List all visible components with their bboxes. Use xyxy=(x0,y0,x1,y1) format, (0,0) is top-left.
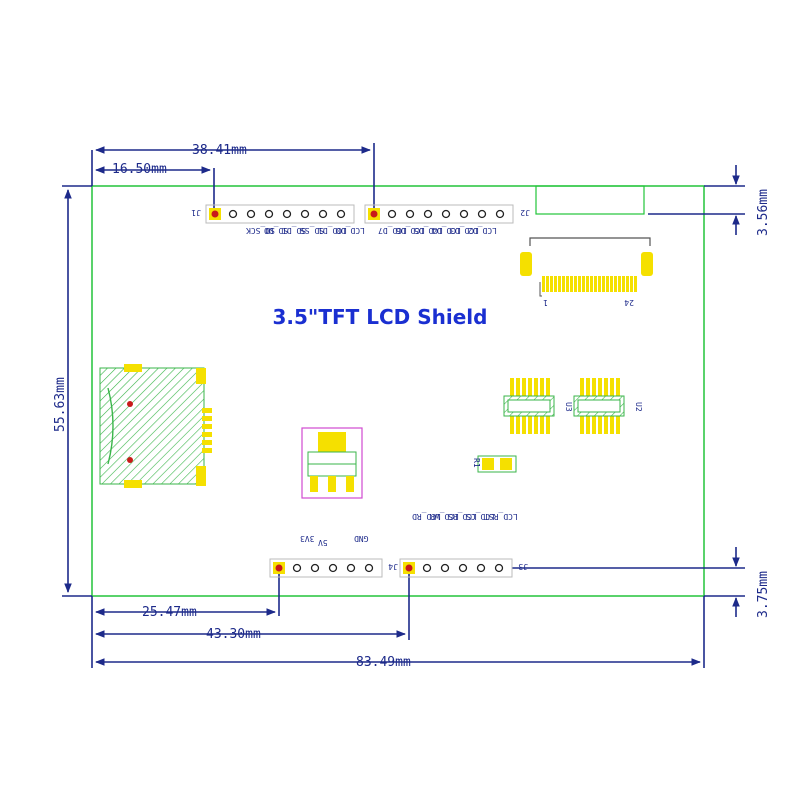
voltage-regulator xyxy=(301,427,363,499)
j3-pin-label: LCD_RD xyxy=(412,512,441,521)
j1-pin-label: SD_SS xyxy=(300,226,324,235)
ic-u3-label: U3 xyxy=(564,402,573,412)
header-j4-id: J4 xyxy=(388,562,398,571)
j4-pin-label: GND xyxy=(354,534,369,543)
j3-pin-label: LCD_RST xyxy=(484,512,518,521)
fpc-pin24: 24 xyxy=(624,298,634,307)
dim-bottom-short: 25.47mm xyxy=(142,605,197,620)
j2-pin-label: LCD_D7 xyxy=(378,226,407,235)
ic-u2: U2 xyxy=(573,378,643,434)
j3-pin-label: LCD_CS xyxy=(466,512,495,521)
usb-cutout xyxy=(535,185,645,215)
resistor-r1: R1 xyxy=(472,455,517,473)
board-title: 3.5"TFT LCD Shield xyxy=(273,305,488,329)
j4-pin-label: 3V3 xyxy=(300,534,315,543)
j2-pin-label: LCD_D4 xyxy=(432,226,461,235)
j1-pin-label: LCD_D0 xyxy=(336,226,365,235)
dim-bottom-mid: 43.30mm xyxy=(206,627,261,642)
header-j2-id: J2 xyxy=(520,208,530,217)
header-j1: J1 SD_SCK SD_DO SD_DI SD_SS LCD_D1 LCD_D… xyxy=(191,204,365,235)
fpc-pin1: 1 xyxy=(543,298,548,307)
j2-pin-label: LCD_D5 xyxy=(414,226,443,235)
dim-top-long: 38.41mm xyxy=(192,143,247,158)
j2-pin-label: LCD_D6 xyxy=(396,226,425,235)
header-j1-id: J1 xyxy=(191,208,201,217)
header-j3: J3 LCD_RD LCD_WR LCD_RS LCD_CS LCD_RST xyxy=(399,512,528,578)
j1-pin-label: SD_DO xyxy=(264,226,288,235)
j2-pin-label: LCD_D3 xyxy=(450,226,479,235)
sd-card-slot xyxy=(99,364,212,488)
j2-pin-label: LCD_D2 xyxy=(468,226,497,235)
board-outline xyxy=(91,185,705,597)
dim-right-bottom: 3.75mm xyxy=(756,571,771,618)
header-j2: J2 LCD_D7 LCD_D6 LCD_D5 LCD_D4 LCD_D3 LC… xyxy=(364,204,530,235)
ic-u3: U3 xyxy=(503,378,573,434)
dim-top-short: 16.50mm xyxy=(112,162,167,177)
j1-pin-label: SD_DI xyxy=(282,226,306,235)
ic-u2-label: U2 xyxy=(634,402,643,412)
j3-pin-label: LCD_WR xyxy=(430,512,459,521)
dim-right-top: 3.56mm xyxy=(756,189,771,236)
resistor-r1-label: R1 xyxy=(472,458,481,468)
header-j3-id: J3 xyxy=(518,562,528,571)
j1-pin-label: SD_SCK xyxy=(246,226,275,235)
j3-pin-label: LCD_RS xyxy=(448,512,477,521)
fpc-connector: 1 24 xyxy=(520,237,653,307)
dim-total-width: 83.49mm xyxy=(356,655,411,670)
j4-pin-label: 5V xyxy=(318,538,328,547)
dim-height: 55.63mm xyxy=(53,377,68,432)
j1-pin-label: LCD_D1 xyxy=(318,226,347,235)
header-j4: J4 3V3 5V GND xyxy=(269,534,398,578)
